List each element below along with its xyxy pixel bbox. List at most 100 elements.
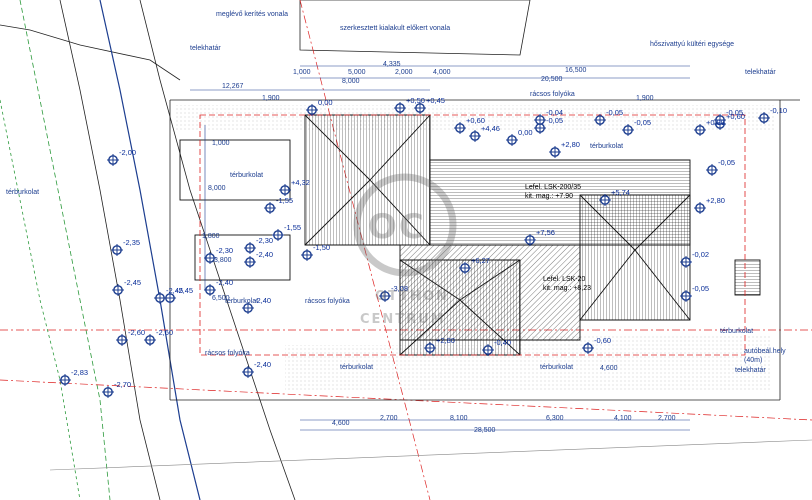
level-value: -2,35 xyxy=(123,238,140,247)
watermark-logo: OC xyxy=(368,207,426,247)
level-value: -2,83 xyxy=(71,368,88,377)
level-value: +0,60 xyxy=(726,112,745,121)
paving-label-3: térburkolat xyxy=(590,143,623,150)
dim-top-9: 1,900 xyxy=(262,95,280,102)
watermark-bottom: CENTRUM xyxy=(360,312,446,327)
level-value: -2,60 xyxy=(156,328,173,337)
level-value: -1,55 xyxy=(276,196,293,205)
level-value: -0,05 xyxy=(546,116,563,125)
level-value: 0,00 xyxy=(518,128,533,137)
level-value: -2,45 xyxy=(176,286,193,295)
paving-label-7: térburkolat xyxy=(720,328,753,335)
building-envelope-line xyxy=(199,114,746,356)
dim-left-0: 8,000 xyxy=(208,185,226,192)
dim-bottom-5: 2,700 xyxy=(658,415,676,422)
level-value: -0,60 xyxy=(594,336,611,345)
level-value: -3,08 xyxy=(391,284,408,293)
level-value: +4,32 xyxy=(291,178,310,187)
downpipe-label-2: Lefel. LSK-20 xyxy=(543,276,586,283)
annotations: meglévő kerítés vonala szerkesztett kial… xyxy=(6,11,786,374)
level-value: +0,50 xyxy=(406,96,425,105)
level-value: -2,45 xyxy=(124,278,141,287)
watermark: OC OTTHON CENTRUM xyxy=(353,173,457,327)
level-value: -2,00 xyxy=(119,148,136,157)
level-value: -2,30 xyxy=(216,246,233,255)
dim-top-2: 4,335 xyxy=(383,61,401,68)
level-value: +2,80 xyxy=(561,140,580,149)
grate-label-left: rácsos folyóka xyxy=(205,350,250,357)
boundary-label-right2: telekhatár xyxy=(735,367,766,374)
building-line-label: szerkesztett kialakult előkert vonala xyxy=(340,25,450,32)
level-value: 0,00 xyxy=(318,98,333,107)
dim-bottom-7: 4,600 xyxy=(600,365,618,372)
level-value: -2,45 xyxy=(166,286,183,295)
dim-bottom-0: 4,600 xyxy=(332,420,350,427)
level-value: -2,40 xyxy=(256,250,273,259)
dim-top-1: 5,000 xyxy=(348,69,366,76)
level-value: -0,10 xyxy=(770,106,787,115)
level-value: +0,80 xyxy=(706,118,725,127)
level-value: -2,40 xyxy=(254,296,271,305)
grate-label-top: rácsos folyóka xyxy=(530,91,575,98)
watermark-top: OTTHON xyxy=(375,289,449,304)
dim-top-7: 20,500 xyxy=(541,76,563,83)
building-roof xyxy=(179,114,761,356)
existing-fence-label: meglévő kerítés vonala xyxy=(216,11,288,18)
downpipe-level-2: kit. mag.: +8,23 xyxy=(543,285,591,292)
dim-bottom-4: 4,100 xyxy=(614,415,632,422)
level-value: -2,40 xyxy=(254,360,271,369)
downpipe-level-1: kit. mag.: +7.90 xyxy=(525,193,573,200)
level-value: -0,04 xyxy=(546,108,563,117)
level-value: +6,27 xyxy=(471,256,490,265)
heat-pump-label: hőszivattyú kültéri egysége xyxy=(650,41,734,48)
dimension-texts: 1,000 5,000 4,335 2,000 4,000 8,000 16,5… xyxy=(202,61,676,434)
dim-bottom-2: 8,100 xyxy=(450,415,468,422)
dim-bottom-6: 28,500 xyxy=(474,427,496,434)
level-value: -0,05 xyxy=(634,118,651,127)
level-value: +2,80 xyxy=(436,336,455,345)
level-value: -0,05 xyxy=(606,108,623,117)
dim-top-3: 2,000 xyxy=(395,69,413,76)
dim-top-10: 1,900 xyxy=(636,95,654,102)
level-value: -1,55 xyxy=(284,223,301,232)
level-value: -0,05 xyxy=(718,158,735,167)
dim-left-3: 6,500 xyxy=(212,295,230,302)
level-value: -0,05 xyxy=(726,108,743,117)
level-value: -2,60 xyxy=(128,328,145,337)
level-value: -2,30 xyxy=(256,236,273,245)
dim-top-6: 16,500 xyxy=(565,67,587,74)
dim-top-4: 4,000 xyxy=(433,69,451,76)
downpipe-label-1: Lefel. LSK-200/35 xyxy=(525,184,581,191)
level-value: +0,45 xyxy=(426,96,445,105)
boundary-label-top: telekhatár xyxy=(190,45,221,52)
paving-label-4: térburkolat xyxy=(6,189,39,196)
paving-label-1: térburkolat xyxy=(230,172,263,179)
parking-label: autóbeál.hely xyxy=(744,348,786,355)
dim-left-1: 1,000 xyxy=(212,140,230,147)
dimension-lines xyxy=(190,65,690,431)
dim-top-0: 1,000 xyxy=(293,69,311,76)
level-value: +4,46 xyxy=(481,124,500,133)
level-value: +2,80 xyxy=(706,196,725,205)
level-value: +7,56 xyxy=(536,228,555,237)
level-value: +5,74 xyxy=(611,188,630,197)
paving-label-2: térburkolat xyxy=(225,298,258,305)
level-value: +0,60 xyxy=(466,116,485,125)
level-value: -2,70 xyxy=(114,380,131,389)
parking-size-label: (40m) xyxy=(744,357,762,364)
level-value: -0,02 xyxy=(692,250,709,259)
grate-label-mid: rácsos folyóka xyxy=(305,298,350,305)
level-value: -1,50 xyxy=(313,243,330,252)
dim-bottom-3: 6,300 xyxy=(546,415,564,422)
paving-label-5: térburkolat xyxy=(340,364,373,371)
level-markers: 0,00+0,50+0,45+0,60-0,05-0,05+0,60-0,10+… xyxy=(59,96,787,398)
dim-bottom-1: 2,700 xyxy=(380,415,398,422)
level-value: -0,05 xyxy=(692,284,709,293)
dim-left-2: 1,800 xyxy=(202,233,220,240)
paving-label-6: térburkolat xyxy=(540,364,573,371)
boundary-label-right: telekhatár xyxy=(745,69,776,76)
dim-top-5: 8,000 xyxy=(342,78,360,85)
